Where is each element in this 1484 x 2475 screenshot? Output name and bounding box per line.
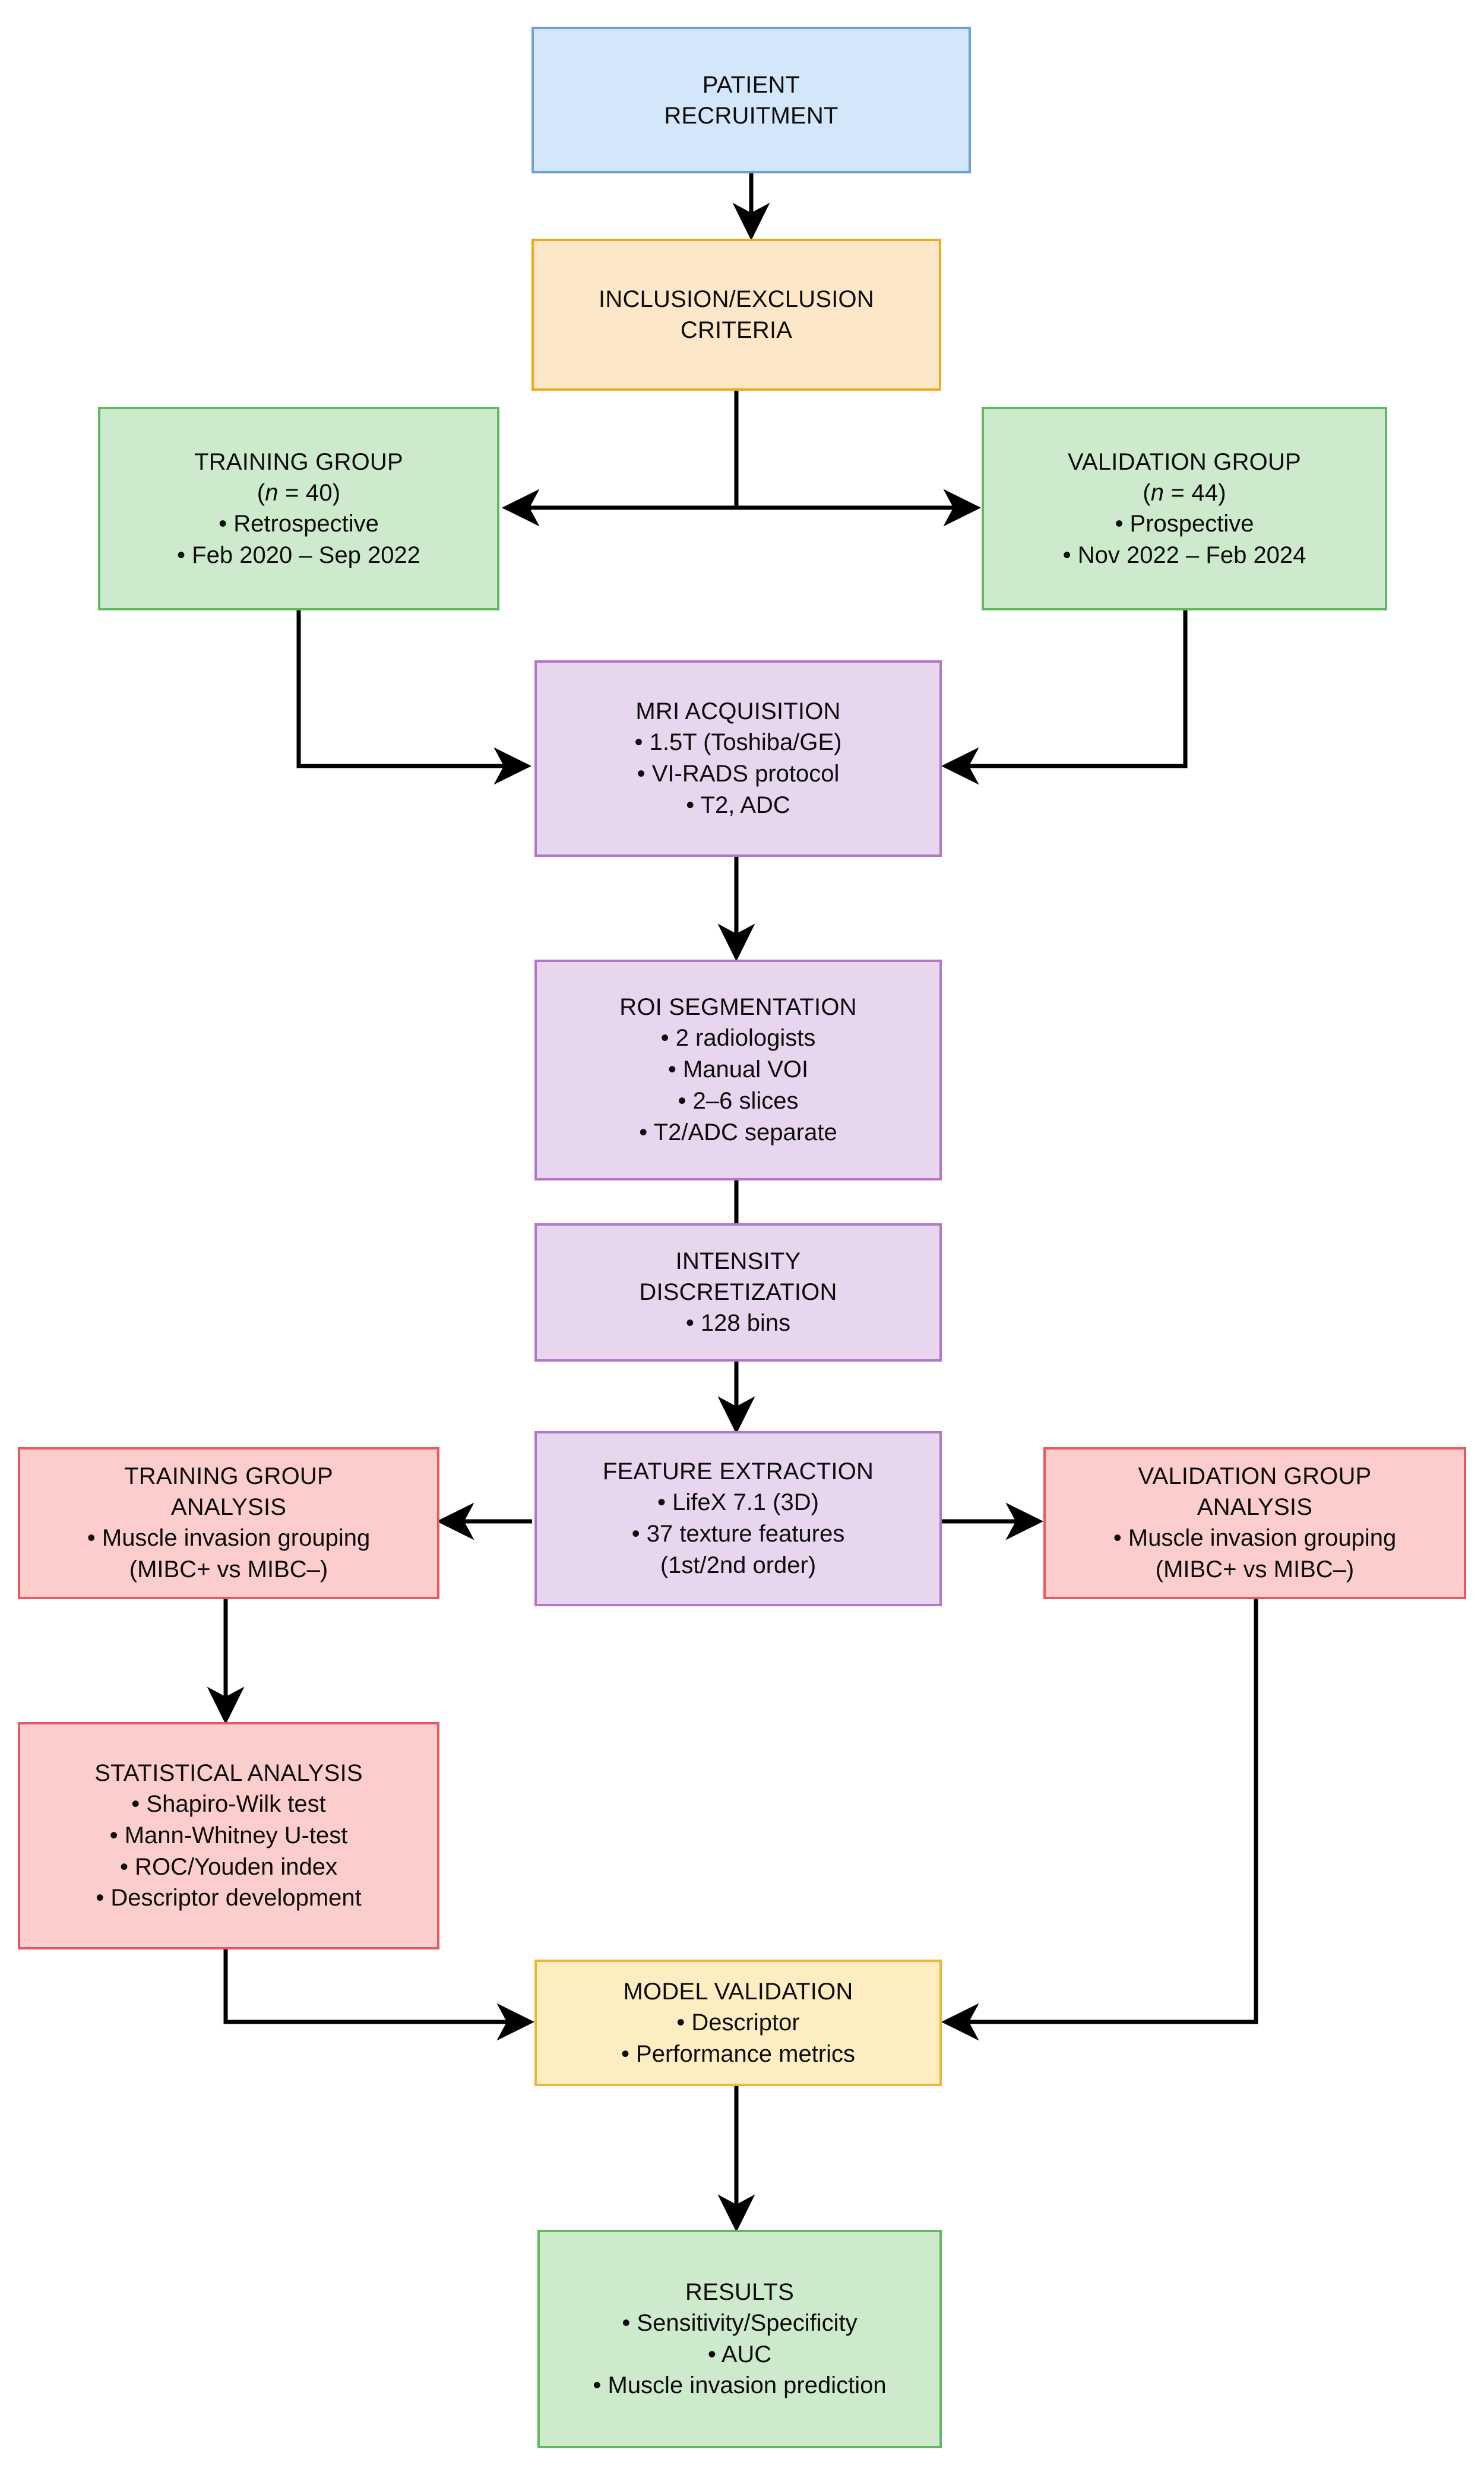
node-title: RESULTS (685, 2278, 794, 2305)
list-item: • LifeX 7.1 (3D) (657, 1489, 819, 1516)
list-item: • ROC/Youden index (119, 1853, 338, 1880)
node-title: INCLUSION/EXCLUSION CRITERIA (599, 286, 874, 343)
node-bullets: • Retrospective • Feb 2020 – Sep 2022 (177, 508, 420, 571)
node-feature-extraction[interactable]: FEATURE EXTRACTION • LifeX 7.1 (3D) • 37… (534, 1431, 942, 1606)
node-title: MODEL VALIDATION (623, 1978, 853, 2005)
node-inclusion-exclusion-criteria[interactable]: INCLUSION/EXCLUSION CRITERIA (531, 239, 941, 391)
list-item: • Descriptor development (96, 1885, 362, 1911)
node-subtitle: (n = 40) (257, 479, 341, 506)
edge-validation-analysis-to-model (941, 1599, 1258, 2041)
node-bullets: • Muscle invasion grouping (MIBC+ vs MIB… (87, 1523, 370, 1585)
list-item: • AUC (707, 2341, 772, 2368)
list-item: • Nov 2022 – Feb 2024 (1062, 542, 1306, 568)
sample-size-symbol: n (265, 479, 279, 506)
node-mri-acquisition[interactable]: MRI ACQUISITION • 1.5T (Toshiba/GE) • VI… (534, 660, 942, 857)
node-training-group-analysis[interactable]: TRAINING GROUP ANALYSIS • Muscle invasio… (18, 1447, 439, 1599)
node-intensity-discretization[interactable]: INTENSITY DISCRETIZATION • 128 bins (534, 1223, 942, 1362)
node-bullets: • Shapiro-Wilk test • Mann-Whitney U-tes… (96, 1789, 362, 1914)
node-roi-segmentation[interactable]: ROI SEGMENTATION • 2 radiologists • Manu… (534, 960, 942, 1180)
list-item: • Feb 2020 – Sep 2022 (177, 542, 420, 568)
list-item: • T2/ADC separate (639, 1119, 837, 1145)
list-item: (MIBC+ vs MIBC–) (1155, 1556, 1355, 1583)
list-item: • Sensitivity/Specificity (622, 2309, 858, 2336)
sample-size-symbol: n (1150, 479, 1165, 506)
node-patient-recruitment[interactable]: PATIENT RECRUITMENT (531, 27, 971, 173)
node-validation-group-analysis[interactable]: VALIDATION GROUP ANALYSIS • Muscle invas… (1043, 1447, 1466, 1599)
list-item: • VI-RADS protocol (637, 761, 840, 787)
edge-criteria-to-training (501, 391, 739, 527)
node-statistical-analysis[interactable]: STATISTICAL ANALYSIS • Shapiro-Wilk test… (18, 1722, 439, 1949)
list-item: • Muscle invasion grouping (87, 1525, 371, 1552)
node-bullets: • LifeX 7.1 (3D) • 37 texture features (… (632, 1487, 845, 1581)
node-title: ROI SEGMENTATION (619, 994, 857, 1021)
edge-training-to-mri (296, 610, 532, 785)
node-bullets: • Muscle invasion grouping (MIBC+ vs MIB… (1113, 1523, 1396, 1585)
list-item: (1st/2nd order) (660, 1552, 817, 1578)
list-item: • T2, ADC (686, 792, 790, 818)
list-item: • 128 bins (685, 1310, 791, 1337)
node-title: STATISTICAL ANALYSIS (94, 1759, 363, 1786)
list-item: • Performance metrics (621, 2040, 856, 2067)
node-title: PATIENT RECRUITMENT (664, 71, 838, 129)
node-title: VALIDATION GROUP (1068, 448, 1301, 475)
list-item: • Descriptor (676, 2009, 800, 2036)
node-bullets: • Sensitivity/Specificity • AUC • Muscle… (593, 2308, 886, 2401)
node-title: FEATURE EXTRACTION (602, 1458, 874, 1485)
list-item: • Manual VOI (667, 1056, 809, 1083)
node-subtitle: (n = 44) (1143, 479, 1226, 506)
node-results[interactable]: RESULTS • Sensitivity/Specificity • AUC … (537, 2230, 942, 2448)
list-item: • 2 radiologists (660, 1025, 816, 1052)
list-item: • Prospective (1115, 510, 1254, 537)
node-bullets: • 1.5T (Toshiba/GE) • VI-RADS protocol •… (635, 727, 842, 821)
list-item: • Shapiro-Wilk test (131, 1790, 326, 1817)
node-title: TRAINING GROUP ANALYSIS (124, 1463, 333, 1521)
node-bullets: • Prospective • Nov 2022 – Feb 2024 (1063, 508, 1306, 571)
list-item: (MIBC+ vs MIBC–) (129, 1556, 328, 1583)
node-bullets: • 2 radiologists • Manual VOI • 2–6 slic… (639, 1023, 837, 1148)
list-item: • Retrospective (219, 510, 379, 537)
list-item: • 2–6 slices (678, 1088, 799, 1114)
node-title: MRI ACQUISITION (635, 698, 841, 725)
list-item: • Muscle invasion prediction (593, 2372, 887, 2399)
node-title: TRAINING GROUP (194, 448, 403, 475)
edge-validation-to-mri (941, 610, 1188, 785)
node-bullets: • 128 bins (686, 1308, 790, 1339)
node-model-validation[interactable]: MODEL VALIDATION • Descriptor • Performa… (534, 1960, 942, 2086)
node-title: INTENSITY DISCRETIZATION (639, 1248, 837, 1306)
edge-stats-to-model-validation (223, 1949, 535, 2041)
node-validation-group[interactable]: VALIDATION GROUP (n = 44) • Prospective … (982, 407, 1387, 610)
node-training-group[interactable]: TRAINING GROUP (n = 40) • Retrospective … (98, 407, 499, 610)
node-bullets: • Descriptor • Performance metrics (621, 2007, 855, 2070)
list-item: • Muscle invasion grouping (1113, 1525, 1397, 1552)
list-item: • 37 texture features (631, 1521, 845, 1547)
list-item: • Mann-Whitney U-test (109, 1822, 348, 1849)
list-item: • 1.5T (Toshiba/GE) (634, 729, 842, 756)
node-title: VALIDATION GROUP ANALYSIS (1138, 1463, 1372, 1521)
